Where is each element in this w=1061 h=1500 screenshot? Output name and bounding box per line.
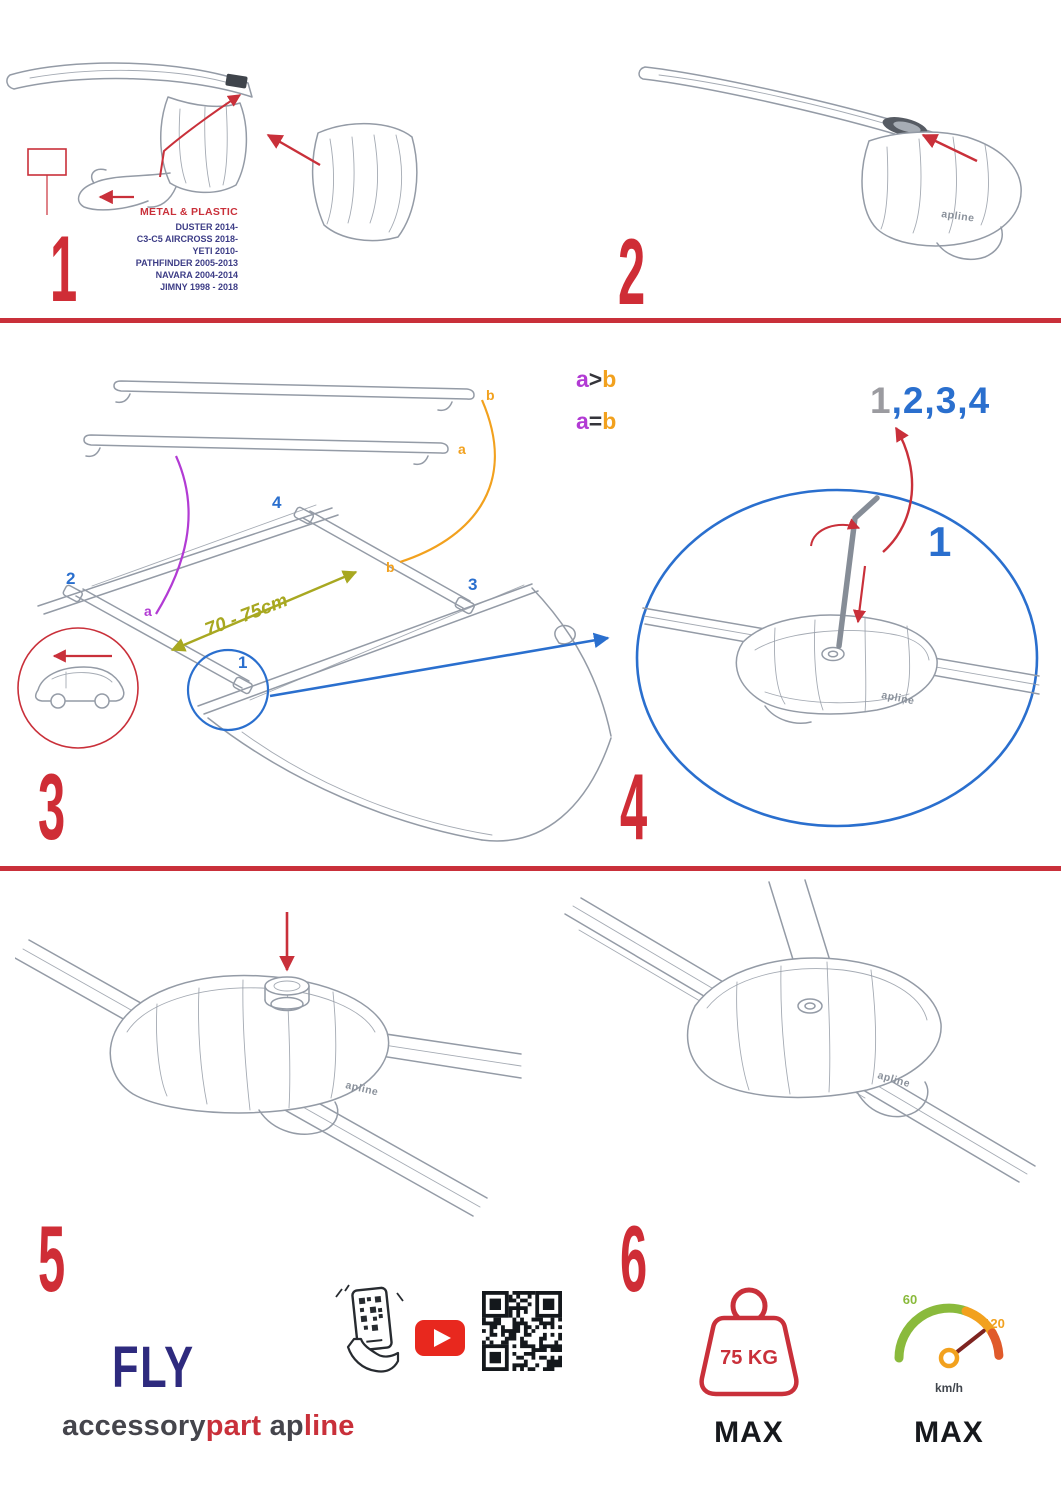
apline-mark: apline bbox=[941, 208, 976, 225]
section-divider-top bbox=[0, 318, 1061, 323]
apline-mark: apline bbox=[344, 1079, 379, 1098]
bar-a-label: a bbox=[458, 441, 466, 457]
allen-key-drawing bbox=[836, 495, 880, 649]
position-2-label: 2 bbox=[66, 569, 75, 588]
model-item: DUSTER 2014- bbox=[175, 222, 238, 232]
bar-b-label: b bbox=[486, 387, 495, 403]
brand-logo: accessorypart apline bbox=[62, 1410, 355, 1443]
model-item: NAVARA 2004-2014 bbox=[155, 270, 238, 280]
section-divider-bottom bbox=[0, 866, 1061, 871]
hand-shape bbox=[346, 1337, 400, 1373]
material-label: METAL & PLASTIC bbox=[139, 206, 238, 218]
mounted-foot-drawing: apline bbox=[686, 957, 942, 1118]
legend-line-1: a>b bbox=[576, 366, 617, 392]
model-item: PATHFINDER 2005-2013 bbox=[135, 258, 238, 268]
position-4-label: 4 bbox=[272, 493, 282, 512]
position-1-label: 1 bbox=[238, 653, 247, 672]
step-1-arrows bbox=[27, 94, 321, 215]
foot-detail-drawing: apline bbox=[735, 614, 938, 724]
product-name: FLY bbox=[112, 1335, 195, 1400]
panel-4-tightening-detail-drawing: apline bbox=[635, 426, 1040, 828]
step-1-number: 1 bbox=[50, 216, 77, 321]
apline-badge bbox=[225, 73, 248, 89]
panel-1-foot-assembly-drawing bbox=[6, 62, 418, 242]
magnifier-circle bbox=[635, 488, 1039, 828]
legend-line-2: a=b bbox=[576, 408, 617, 434]
qr-finder-patterns bbox=[482, 1291, 562, 1371]
qr-code bbox=[482, 1291, 562, 1371]
repeat-arrow bbox=[882, 426, 914, 553]
zoom-arrow bbox=[269, 632, 610, 698]
youtube-icon bbox=[415, 1320, 465, 1356]
model-item: JIMNY 1998 - 2018 bbox=[160, 282, 238, 292]
speed-max-label: MAX bbox=[914, 1416, 984, 1449]
spacing-legend: a>b a=b bbox=[576, 358, 616, 442]
brand-line: line bbox=[303, 1410, 355, 1442]
roof-a-label: a bbox=[144, 603, 152, 619]
rotate-arrow bbox=[810, 518, 861, 547]
distance-arrow bbox=[170, 570, 358, 652]
model-item: YETI 2010- bbox=[192, 246, 238, 256]
step-4-number: 4 bbox=[620, 754, 647, 859]
vehicle-inset bbox=[17, 627, 139, 749]
brand-accessory: accessory bbox=[62, 1410, 206, 1442]
insert-key-arrow bbox=[852, 565, 867, 624]
model-item: C3-C5 AIRCROSS 2018- bbox=[136, 234, 238, 244]
weight-max-label: MAX bbox=[714, 1416, 784, 1449]
step-6-number: 6 bbox=[620, 1206, 647, 1311]
foot-with-knob-drawing: apline bbox=[109, 974, 390, 1135]
weight-limit-icon: 75 KG bbox=[699, 1287, 799, 1397]
position-3-label: 3 bbox=[468, 575, 477, 594]
weight-value: 75 KG bbox=[720, 1347, 778, 1369]
step-3-number: 3 bbox=[38, 754, 65, 859]
step-2-number: 2 bbox=[618, 219, 645, 324]
speed-low-label: 60 bbox=[903, 1292, 917, 1307]
distance-label: 70 - 75cm bbox=[202, 590, 290, 641]
panel-6-raised-rail-foot-drawing: apline bbox=[564, 879, 1036, 1183]
callout-number: 1 bbox=[928, 518, 952, 565]
guide-b-curve bbox=[399, 399, 496, 564]
sequence-label: 1,2,3,4 bbox=[870, 380, 991, 421]
crossbars-and-roof-drawing bbox=[37, 380, 612, 842]
brand-part: part bbox=[205, 1410, 262, 1442]
guide-a-curve bbox=[155, 455, 190, 615]
phone-scan-icon bbox=[335, 1284, 404, 1373]
step-5-number: 5 bbox=[38, 1206, 65, 1311]
panel-3-roof-mounting-drawing: 70 - 75cm b a a b 2 4 3 1 bbox=[17, 380, 612, 842]
speed-high-label: 120 bbox=[983, 1316, 1005, 1331]
panel-5-knob-foot-drawing: apline bbox=[15, 912, 522, 1217]
speedometer-icon: 60 120 km/h bbox=[894, 1292, 1005, 1395]
roof-b-label: b bbox=[386, 559, 395, 575]
panel-2-bar-end-drawing: apline bbox=[638, 66, 1022, 261]
brand-ap: ap bbox=[269, 1410, 304, 1442]
speed-unit-label: km/h bbox=[935, 1381, 963, 1395]
model-list: DUSTER 2014- C3-C5 AIRCROSS 2018- YETI 2… bbox=[108, 221, 238, 293]
insert-cover-arrow bbox=[921, 133, 978, 163]
magnifier-source-circle bbox=[186, 648, 270, 732]
